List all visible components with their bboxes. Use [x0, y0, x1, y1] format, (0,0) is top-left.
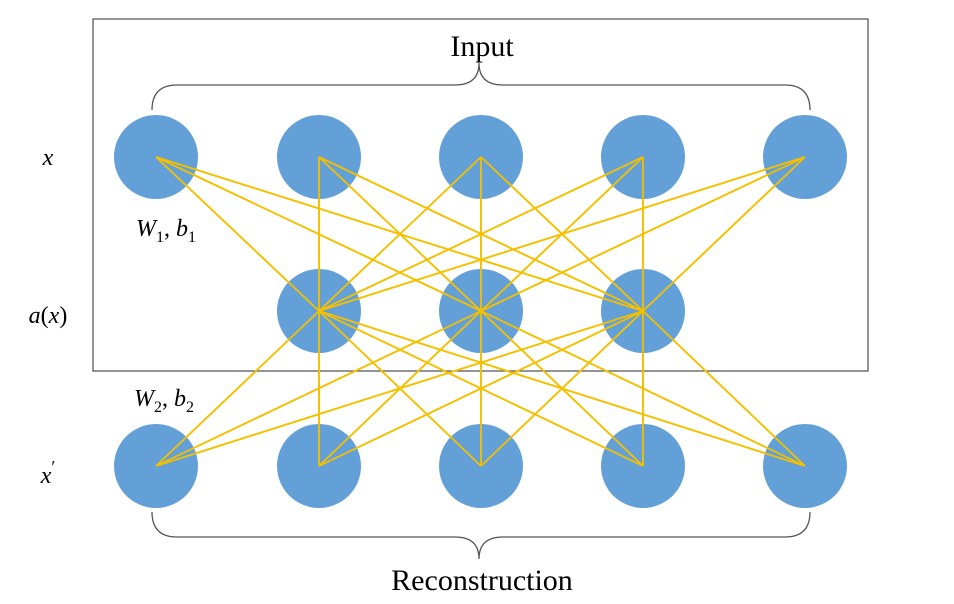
- decoder-edge: [642, 310, 806, 467]
- encoder-edge: [318, 156, 482, 312]
- output-row-label: x′: [40, 457, 56, 489]
- encoder-edge: [480, 156, 806, 312]
- encoder-edge: [318, 156, 806, 312]
- encoder-edge: [642, 156, 806, 312]
- input-label: Input: [450, 30, 514, 63]
- decoder-edge: [155, 310, 482, 467]
- hidden-row-label: a(x): [29, 303, 68, 329]
- encoder-params-label: W1, b1: [136, 216, 196, 246]
- reconstruction-brace: [151, 511, 811, 560]
- encoder-edge: [155, 156, 320, 312]
- decoder-edge: [318, 310, 644, 467]
- input-brace: [151, 62, 811, 111]
- decoder-edge: [155, 310, 644, 467]
- decoder-edge: [155, 310, 320, 467]
- reconstruction-label: Reconstruction: [391, 564, 573, 597]
- encoder-edge: [318, 156, 644, 312]
- input-row-label: x: [42, 145, 54, 171]
- decoder-params-label: W2, b2: [134, 386, 194, 416]
- connection-edges-overlay: [155, 156, 806, 467]
- decoder-edge: [480, 310, 644, 467]
